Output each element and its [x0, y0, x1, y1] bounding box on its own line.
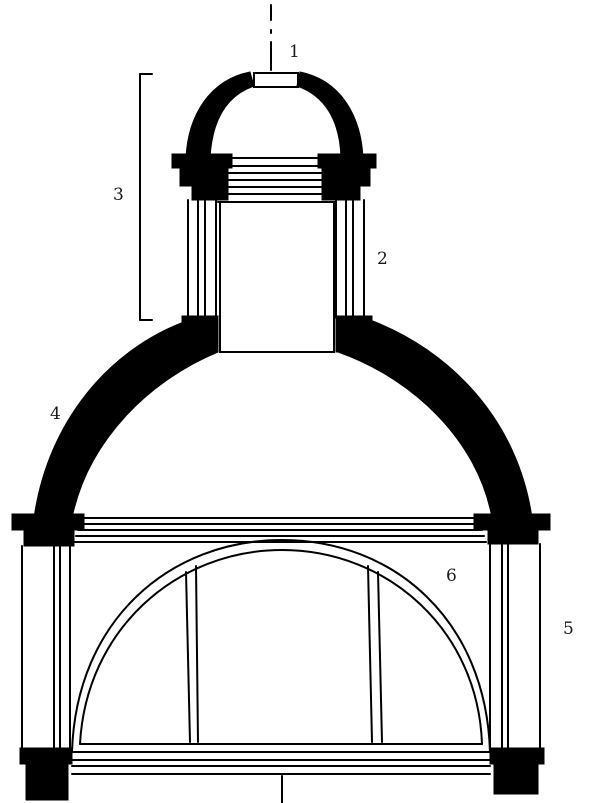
- label-main-dome: 4: [50, 404, 61, 424]
- label-lantern-height: 3: [113, 185, 124, 205]
- main-dome-shell-left: [33, 321, 219, 519]
- lunette-window: [71, 539, 491, 753]
- lantern-dome-shell-right: [296, 71, 364, 159]
- lantern-columns: [187, 199, 365, 319]
- lantern-entablature: [217, 157, 335, 203]
- label-lantern-columns: 2: [377, 249, 388, 269]
- drum-columns: [21, 543, 541, 753]
- drum-capital-right: [473, 513, 551, 545]
- drum-base-right: [489, 747, 545, 795]
- lantern-dome-shell: [185, 71, 255, 159]
- label-lunette-window: 6: [446, 566, 457, 586]
- drum-entablature: [73, 517, 487, 543]
- lantern-window: [219, 201, 335, 353]
- drum-sill: [71, 751, 491, 775]
- drum-base-left: [19, 747, 73, 801]
- main-dome-shell-right: [337, 319, 533, 519]
- label-lantern-cap: 1: [289, 42, 300, 62]
- label-drum-columns: 5: [563, 619, 574, 639]
- lantern-capital-left: [171, 153, 233, 201]
- lantern-cap-block: [253, 72, 299, 88]
- lantern-capital-right: [317, 153, 377, 201]
- lantern-height-bracket: [139, 73, 153, 321]
- drum-capital-left: [11, 513, 85, 547]
